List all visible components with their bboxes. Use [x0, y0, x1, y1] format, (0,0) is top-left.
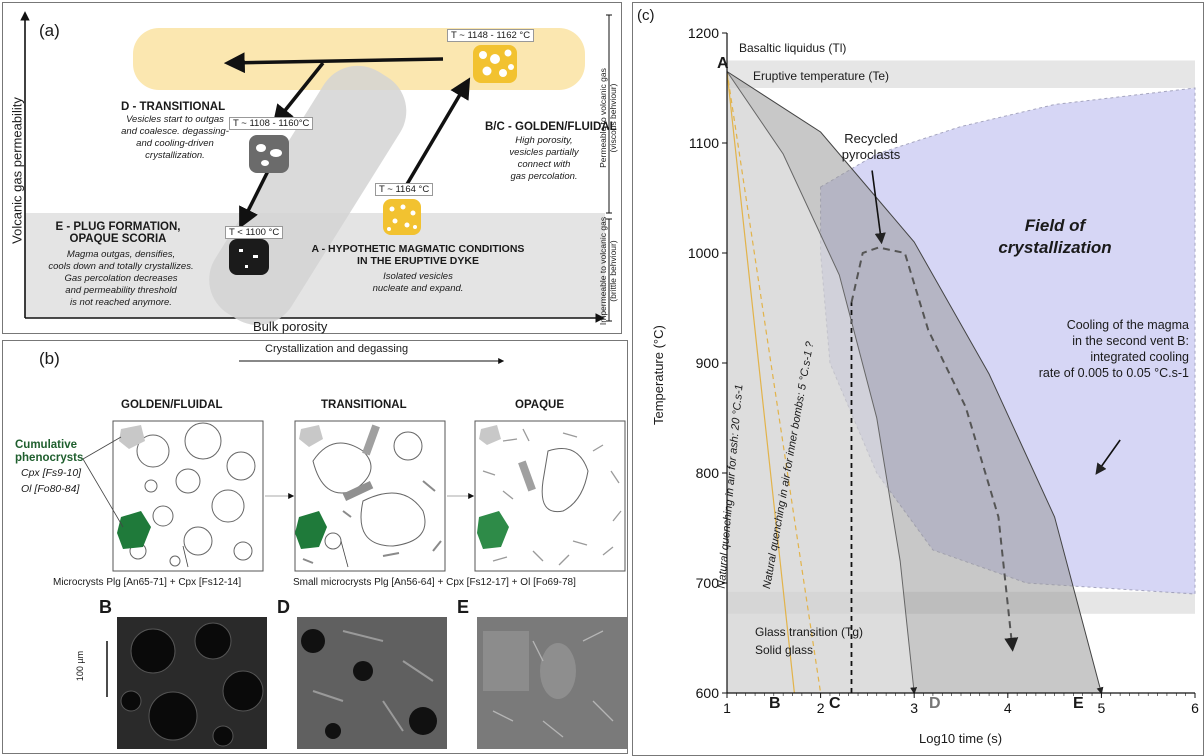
- x-tick-label: 2: [817, 700, 825, 716]
- photo-e-label: E: [457, 597, 470, 617]
- curve-recycled-path: [850, 246, 1019, 652]
- arrow-to-left: [223, 52, 444, 74]
- zone-permeable-label: Permeable to volcanic gas (viscous behvi…: [598, 68, 618, 168]
- liquidus-label: Basaltic liquidus (Tl): [739, 41, 847, 55]
- end-e-label: E: [1073, 695, 1084, 712]
- y-tick-label: 1100: [689, 135, 719, 151]
- y-tick-label: 600: [696, 685, 720, 701]
- y-tick-label: 800: [696, 465, 720, 481]
- arrow-to-d: [272, 61, 325, 127]
- ol-crystal-2: [295, 511, 327, 549]
- curve-E: [726, 71, 1104, 695]
- stage-bc-note: High porosity, vesicles partially connec…: [509, 135, 579, 182]
- process-label: Crystallization and degassing: [265, 343, 409, 355]
- temp-d: T ~ 1108 - 1160°C: [229, 117, 314, 130]
- y-tick-label: 700: [696, 575, 720, 591]
- curve-C: [726, 71, 822, 694]
- x-tick-label: 4: [1004, 700, 1012, 716]
- col-opaque: OPAQUE: [515, 399, 564, 411]
- end-d-label: D: [929, 695, 941, 712]
- panel-a: (a) Volcanic gas permeability Bulk poros…: [2, 2, 622, 334]
- temp-a: T ~ 1164 °C: [375, 183, 434, 196]
- recycled-arrow: [871, 170, 886, 245]
- scale-label: 100 µm: [75, 650, 86, 682]
- stage-a-title: A - HYPOTHETIC MAGMATIC CONDITIONS IN TH…: [311, 243, 525, 267]
- x-tick-label: 5: [1098, 700, 1106, 716]
- y-tick-label: 1200: [688, 25, 719, 41]
- end-c-label: C: [829, 695, 841, 712]
- band-0: [727, 60, 1195, 88]
- section-opaque: [474, 420, 626, 572]
- pheno-title: Cumulative phenocrysts: [15, 439, 84, 464]
- temp-e: T < 1100 °C: [225, 226, 284, 239]
- point-a-label: A: [717, 55, 729, 72]
- photo-d-label: D: [277, 597, 290, 617]
- field-label: Field of crystallization: [998, 216, 1112, 257]
- col-golden: GOLDEN/FLUIDAL: [121, 399, 223, 411]
- stage-e-note: Magma outgas, densifies, cools down and …: [48, 249, 194, 308]
- col-transitional: TRANSITIONAL: [321, 399, 407, 411]
- panel-c-label: (c): [637, 7, 655, 24]
- cpx-crystal-1: [119, 425, 145, 449]
- panel-a-label: (a): [39, 21, 60, 40]
- c-x-label: Log10 time (s): [919, 731, 1003, 746]
- x-axis-label: Bulk porosity: [253, 319, 328, 334]
- ol-crystal-1: [117, 511, 151, 549]
- area-e: [727, 71, 1102, 693]
- stage-bc-title: B/C - GOLDEN/FLUIDAL: [485, 121, 617, 133]
- x-tick-label: 1: [723, 700, 731, 716]
- stage-d-title: D - TRANSITIONAL: [121, 101, 226, 113]
- cpx-label: Cpx [Fs9-10]: [21, 467, 82, 479]
- micro-label-1: Microcrysts Plg [An65-71] + Cpx [Fs12-14…: [53, 577, 242, 588]
- end-b-label: B: [769, 695, 781, 712]
- curve-B: [726, 71, 795, 694]
- x-tick-label: 6: [1191, 700, 1199, 716]
- solid-label: Solid glass: [755, 643, 814, 657]
- area-d: [727, 71, 915, 693]
- temp-bc: T ~ 1148 - 1162 °C: [447, 29, 535, 42]
- eruptive-label: Eruptive temperature (Te): [753, 69, 890, 83]
- panel-a-diagram: [20, 11, 612, 325]
- y-tick-label: 900: [696, 355, 720, 371]
- stage-d-note: Vesicles start to outgas and coalesce. d…: [121, 114, 229, 161]
- glass-label: Glass transition (Tg): [755, 625, 864, 639]
- photo-b-label: B: [99, 597, 112, 617]
- recycled-label: Recycled pyroclasts: [841, 131, 901, 162]
- stage-a-note: Isolated vesicles nucleate and expand.: [372, 271, 464, 294]
- cooling-arrow: [1095, 439, 1121, 475]
- panel-b: (b) Crystallization and degassing GOLDEN…: [2, 340, 628, 754]
- ol-label: Ol [Fo80-84]: [21, 483, 80, 495]
- stage-e-title: E - PLUG FORMATION, OPAQUE SCORIA: [55, 221, 181, 245]
- x-tick-label: 3: [910, 700, 918, 716]
- zone-impermeable-label: Impermeable to volcanic gas (brittle beh…: [598, 216, 618, 326]
- scoria-e: [229, 239, 269, 275]
- panel-b-label: (b): [39, 349, 60, 368]
- ol-crystal-3: [477, 511, 509, 549]
- micro-label-2: Small microcrysts Plg [An56-64] + Cpx [F…: [293, 577, 576, 588]
- y-axis-label: Volcanic gas permeability: [9, 97, 25, 244]
- panel-b-diagram: [82, 358, 627, 749]
- scoria-d: [249, 135, 289, 173]
- arrow-to-e: [239, 170, 270, 229]
- cooling-label: Cooling of the magma in the second vent …: [1038, 318, 1189, 380]
- panel-c-chart: 600 700 800 900 1000 1100 1200 1 2 3 4 5 6: [688, 25, 1199, 716]
- curve-D: [726, 71, 918, 695]
- y-tick-label: 1000: [688, 245, 719, 261]
- arrow-to-bc: [401, 77, 471, 192]
